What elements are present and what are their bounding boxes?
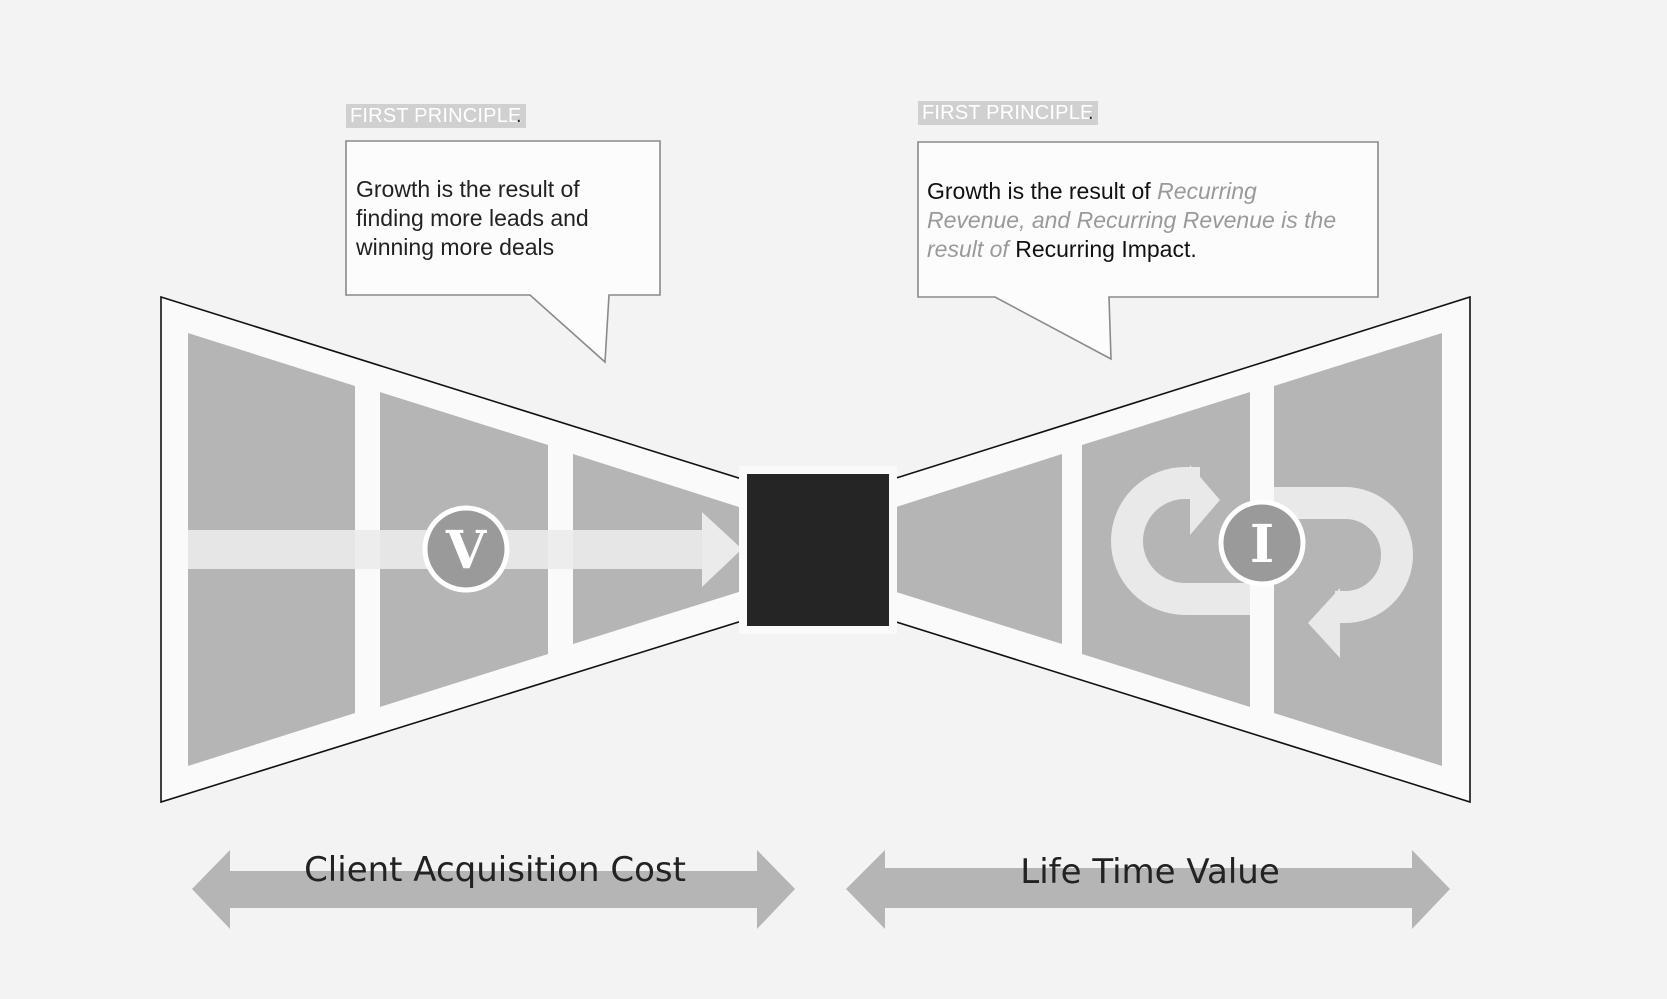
v-badge: V bbox=[422, 505, 510, 593]
right-note-muted: result of bbox=[927, 236, 1016, 262]
right-note-muted: Recurring bbox=[1157, 178, 1257, 204]
right-stage-3 bbox=[1274, 333, 1442, 766]
loop-arrowhead-bottom bbox=[1308, 588, 1340, 658]
loop-arrows-icon bbox=[1111, 467, 1413, 623]
loop-arrowhead-top bbox=[1190, 465, 1220, 535]
right-note-plain: Recurring Impact. bbox=[1015, 236, 1197, 262]
right-note-muted: Revenue, and Recurring Revenue is the bbox=[927, 207, 1337, 233]
left-note-line: finding more leads and bbox=[356, 205, 589, 231]
left-note-line: Growth is the result of bbox=[356, 176, 580, 202]
left-first-principle-tag: FIRST PRINCIPLE bbox=[346, 104, 526, 128]
i-badge: I bbox=[1218, 499, 1306, 587]
i-badge-letter: I bbox=[1250, 514, 1274, 575]
double-headed-arrow-icon bbox=[192, 850, 795, 929]
right-stage-2 bbox=[1082, 392, 1250, 707]
left-note-text: Growth is the result of finding more lea… bbox=[356, 175, 651, 262]
right-note-text: Growth is the result of Recurring Revenu… bbox=[927, 177, 1367, 264]
life-time-value-label: Life Time Value bbox=[1020, 852, 1280, 892]
right-note-plain: Growth is the result of bbox=[927, 178, 1158, 204]
right-stage-1 bbox=[893, 454, 1062, 644]
v-badge-letter: V bbox=[445, 520, 488, 581]
double-headed-arrow-icon-right bbox=[846, 850, 1450, 929]
right-speech-bubble bbox=[917, 141, 1379, 361]
left-note-line: winning more deals bbox=[356, 234, 555, 260]
left-tag-period: . bbox=[516, 105, 522, 127]
left-speech-bubble bbox=[345, 140, 661, 364]
right-first-principle-tag: FIRST PRINCIPLE bbox=[918, 101, 1098, 125]
center-square bbox=[739, 466, 897, 634]
right-tag-period: . bbox=[1088, 102, 1094, 124]
client-acquisition-cost-label: Client Acquisition Cost bbox=[304, 850, 686, 890]
